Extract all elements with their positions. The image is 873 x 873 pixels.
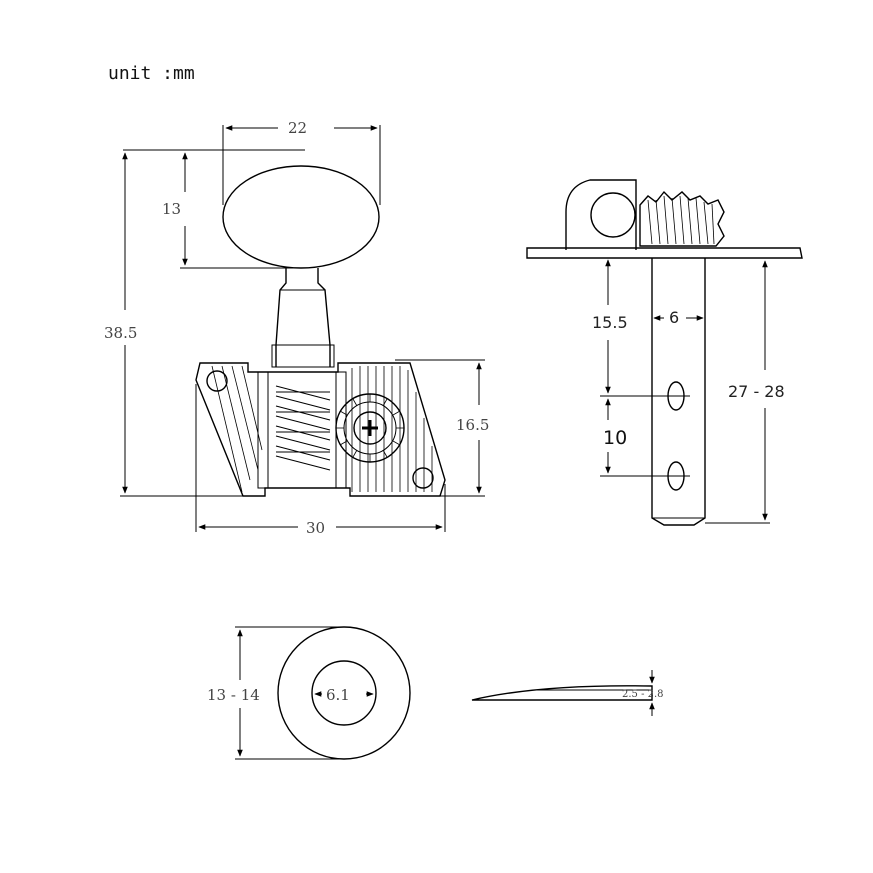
dim-base-height: 16.5 xyxy=(456,416,489,434)
dim-bushing-inner: 6.1 xyxy=(326,686,350,704)
knob-stem xyxy=(275,268,331,367)
knob xyxy=(222,165,380,269)
dim-bushing-thickness: 2.5 - 2.8 xyxy=(622,689,664,700)
dim-post-upper: 15.5 xyxy=(592,313,628,332)
dim-base-width: 30 xyxy=(306,519,325,537)
dim-bushing-outer: 13 - 14 xyxy=(207,686,260,704)
bushing-top-view: 13 - 14 6.1 xyxy=(207,626,411,760)
worm-gear xyxy=(275,385,331,471)
dim-knob-height: 13 xyxy=(162,200,181,218)
side-view: 15.5 6 10 27 - 28 xyxy=(526,179,803,526)
dim-post-total: 27 - 28 xyxy=(728,382,785,401)
bushing-inner xyxy=(311,660,377,726)
gear-wheel xyxy=(335,393,405,463)
bushing-side-view: 2.5 - 2.8 xyxy=(471,670,664,716)
bushing-profile xyxy=(471,685,653,701)
dim-hole-spacing: 10 xyxy=(603,427,627,449)
dim-total-height: 38.5 xyxy=(104,324,137,342)
mounting-hole-lower xyxy=(412,467,434,489)
front-view: 22 13 38.5 16.5 30 xyxy=(104,119,489,537)
side-bracket xyxy=(565,179,637,250)
side-base-plate xyxy=(526,247,803,259)
side-gear xyxy=(639,190,725,247)
mounting-hole-upper xyxy=(206,370,228,392)
unit-label: unit :mm xyxy=(108,63,195,84)
side-post xyxy=(651,258,706,526)
dim-knob-width: 22 xyxy=(288,119,307,137)
dim-post-diameter: 6 xyxy=(669,308,679,327)
